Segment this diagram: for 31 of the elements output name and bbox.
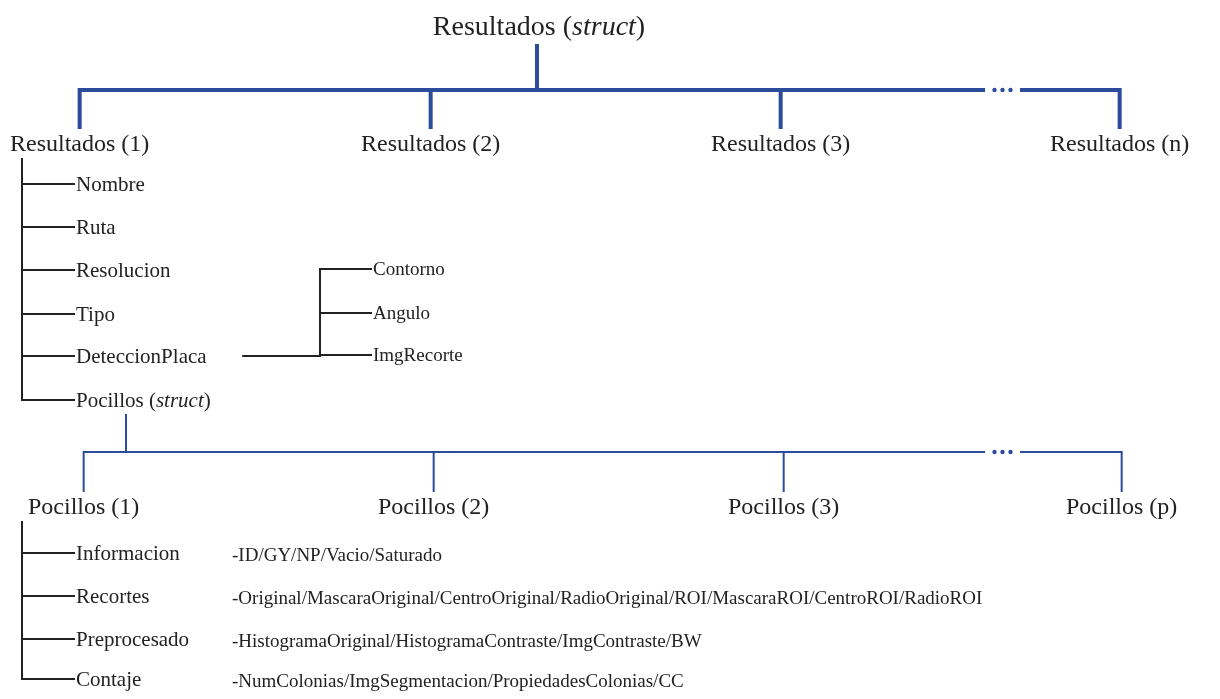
tree-item-label: Pocillos (3) [728, 493, 840, 521]
tree-item-label: Contorno [373, 258, 445, 280]
tree-item-label: Ruta [76, 215, 116, 240]
tree-connector [241, 353, 373, 358]
tree-item-label: Preprocesado [76, 627, 190, 652]
tree-item-label: Resultados (3) [711, 130, 851, 158]
tree-item-label: Resultados (2) [361, 130, 501, 158]
tree-item-label: Pocillos (2) [378, 493, 490, 521]
tree-connector [535, 44, 1122, 129]
tree-item-label: Nombre [76, 172, 145, 197]
field-list-text: -NumColonias/ImgSegmentacion/PropiedadesColonias/CC [232, 670, 684, 692]
tree-item-label: DeteccionPlaca [76, 344, 207, 369]
tree-item-label: Pocillos (1) [28, 493, 140, 521]
tree-item-label: Informacion [76, 541, 180, 566]
field-list-text: -ID/GY/NP/Vacio/Saturado [232, 544, 443, 566]
tree-item-label: Pocillos (struct) [76, 388, 211, 413]
tree-item-label: ImgRecorte [373, 344, 463, 366]
tree-connector [21, 520, 76, 681]
tree-item-label: Resultados (n) [1050, 130, 1190, 158]
tree-connector [21, 157, 76, 402]
field-list-text: -Original/MascaraOriginal/CentroOriginal/RadioOriginal/ROI/MascaraROI/CentroROI/RadioROI [232, 587, 983, 609]
tree-item-label: Resolucion [76, 258, 171, 283]
tree-connector [125, 413, 1123, 493]
tree-item-label: Recortes [76, 584, 150, 609]
tree-item-label: Tipo [76, 302, 115, 327]
tree-item-label: Angulo [373, 302, 430, 324]
tree-item-label: Resultados (1) [10, 130, 150, 158]
tree-item-label: Resultados (struct) [432, 10, 646, 43]
tree-item-label: Contaje [76, 667, 142, 692]
field-list-text: -HistogramaOriginal/HistogramaContraste/ImgContraste/BW [232, 630, 702, 652]
tree-item-label: Pocillos (p) [1066, 493, 1178, 521]
